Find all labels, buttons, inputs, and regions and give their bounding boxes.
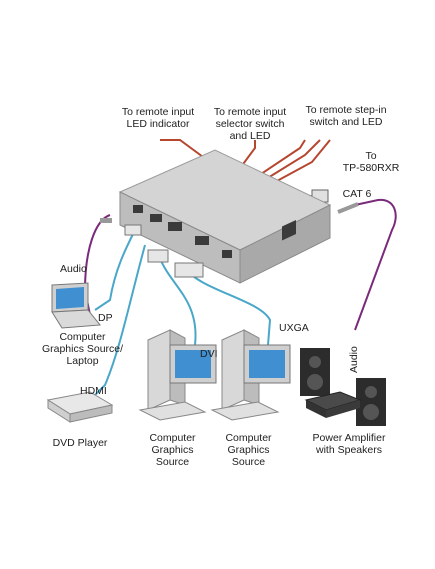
label-hdmi: HDMI xyxy=(80,385,107,397)
speaker-icon xyxy=(300,348,330,396)
label-audio-right: Audio xyxy=(348,346,360,373)
label-to-tp: To TP-580RXR xyxy=(342,150,400,174)
keyboard-icon xyxy=(138,401,207,421)
switcher-device xyxy=(118,149,332,284)
device-port-3 xyxy=(168,222,182,231)
dvi-connector-icon xyxy=(147,249,169,263)
keyboard-icon-2 xyxy=(210,401,280,421)
speaker-icon-2 xyxy=(356,378,386,426)
label-remote-input-led: To remote input LED indicator xyxy=(121,106,195,130)
audio-jack-left-icon xyxy=(100,218,112,223)
label-laptop: Computer Graphics Source/ Laptop xyxy=(41,331,124,367)
label-dvd: DVD Player xyxy=(52,437,108,449)
audio-cable-right xyxy=(354,198,397,331)
remote-wire-stepin xyxy=(251,139,306,181)
device-port-1 xyxy=(133,205,143,213)
audio-jack-icon xyxy=(337,202,359,214)
label-dp: DP xyxy=(98,312,113,324)
hdmi-cable xyxy=(89,244,146,401)
monitor-icon-2 xyxy=(243,344,291,384)
dp-connector-icon xyxy=(124,224,142,236)
label-dvi: DVI xyxy=(200,348,218,360)
label-cat6: CAT 6 xyxy=(342,188,372,200)
label-uxga: UXGA xyxy=(279,322,309,334)
device-port-5 xyxy=(222,250,232,258)
remote-wire-stepin-2 xyxy=(257,139,321,185)
dvi-cable xyxy=(159,257,197,346)
device-logo-icon xyxy=(282,219,296,241)
label-pc1: Computer Graphics Source xyxy=(149,432,196,468)
label-remote-stepin: To remote step-in switch and LED xyxy=(305,104,387,128)
device-side xyxy=(239,204,331,284)
device-port-2 xyxy=(150,214,162,222)
vga-connector-icon xyxy=(174,262,204,278)
monitor-icon xyxy=(169,344,217,384)
dvd-player-icon xyxy=(46,391,114,423)
label-remote-selector: To remote input selector switch and LED xyxy=(213,106,287,142)
device-port-4 xyxy=(195,236,209,245)
label-audio-left: Audio xyxy=(60,263,87,275)
uxga-cable xyxy=(184,267,272,346)
dp-cable xyxy=(94,229,136,311)
laptop-icon xyxy=(51,282,101,329)
remote-wire-stepin-3 xyxy=(263,139,331,189)
label-pc2: Computer Graphics Source xyxy=(225,432,272,468)
label-amp: Power Amplifier with Speakers xyxy=(312,432,386,456)
amplifier-icon xyxy=(304,391,362,418)
